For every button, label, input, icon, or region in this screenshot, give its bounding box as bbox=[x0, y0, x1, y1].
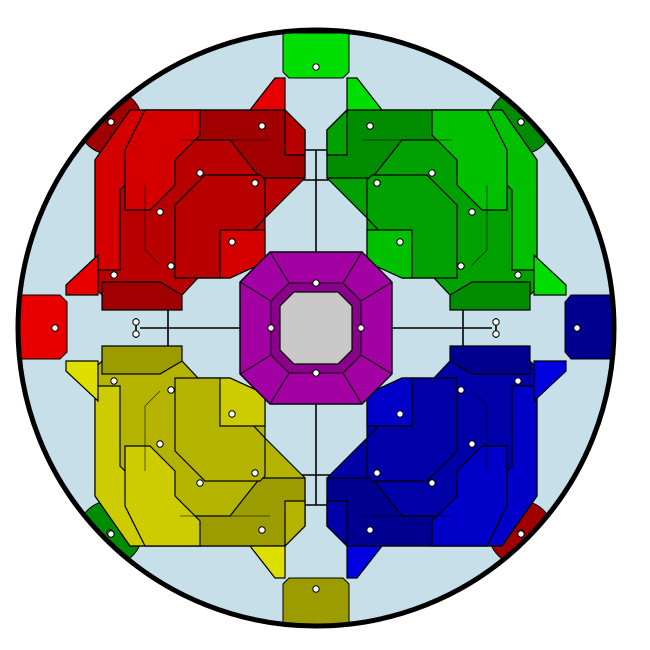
hole[interactable] bbox=[107, 118, 115, 126]
hole[interactable] bbox=[312, 279, 320, 287]
flap-left-blue[interactable] bbox=[533, 360, 567, 403]
inner-region-green[interactable] bbox=[366, 174, 458, 279]
top-right-region-green[interactable] bbox=[326, 108, 348, 156]
center-divider bbox=[360, 281, 393, 302]
hole[interactable] bbox=[492, 318, 500, 326]
hole[interactable] bbox=[396, 410, 404, 418]
hole[interactable] bbox=[258, 122, 266, 130]
hole[interactable] bbox=[492, 330, 500, 338]
inner-region-blue[interactable] bbox=[366, 377, 458, 482]
hole[interactable] bbox=[517, 530, 525, 538]
hole[interactable] bbox=[312, 63, 320, 71]
center-divider bbox=[269, 372, 290, 405]
guide-line bbox=[471, 390, 488, 471]
quadrant-blue bbox=[326, 330, 567, 579]
center-piece bbox=[239, 251, 393, 405]
center-divider bbox=[239, 281, 272, 302]
hole[interactable] bbox=[196, 169, 204, 177]
guide-line bbox=[471, 185, 488, 266]
hole[interactable] bbox=[156, 440, 164, 448]
diagonal-region-green[interactable] bbox=[431, 109, 508, 211]
hole[interactable] bbox=[468, 440, 476, 448]
hole[interactable] bbox=[196, 479, 204, 487]
edge-tab-left[interactable] bbox=[18, 294, 68, 360]
flap-left-green[interactable] bbox=[533, 253, 567, 296]
center-hub[interactable] bbox=[279, 291, 353, 365]
hole[interactable] bbox=[132, 318, 140, 326]
hole[interactable] bbox=[167, 262, 175, 270]
center-divider bbox=[342, 372, 363, 405]
hole[interactable] bbox=[110, 271, 118, 279]
hole[interactable] bbox=[517, 118, 525, 126]
center-divider bbox=[269, 251, 290, 284]
hole[interactable] bbox=[132, 330, 140, 338]
inner-region-yellow[interactable] bbox=[174, 377, 266, 482]
flap-top-yellow[interactable] bbox=[248, 545, 286, 579]
hole[interactable] bbox=[110, 377, 118, 385]
center-divider bbox=[342, 251, 363, 284]
hole[interactable] bbox=[373, 469, 381, 477]
hole[interactable] bbox=[312, 369, 320, 377]
top-right-region-yellow[interactable] bbox=[284, 500, 306, 548]
hole[interactable] bbox=[228, 238, 236, 246]
hole[interactable] bbox=[457, 386, 465, 394]
hole[interactable] bbox=[251, 469, 259, 477]
edge-tab-top[interactable] bbox=[282, 32, 350, 79]
hole[interactable] bbox=[267, 324, 275, 332]
hole[interactable] bbox=[373, 179, 381, 187]
guide-line bbox=[144, 185, 161, 266]
diagonal-region-blue[interactable] bbox=[431, 445, 508, 547]
flap-left-yellow[interactable] bbox=[65, 360, 99, 403]
hole[interactable] bbox=[312, 585, 320, 593]
hole[interactable] bbox=[228, 410, 236, 418]
hole[interactable] bbox=[468, 208, 476, 216]
center-divider bbox=[239, 354, 272, 375]
edge-tab-right[interactable] bbox=[564, 294, 613, 360]
top-right-region-blue[interactable] bbox=[326, 500, 348, 548]
inner-region-red[interactable] bbox=[174, 174, 266, 279]
bottom-bar-yellow[interactable] bbox=[101, 345, 183, 375]
hole[interactable] bbox=[366, 526, 374, 534]
hole[interactable] bbox=[428, 479, 436, 487]
diagonal-region-red[interactable] bbox=[124, 109, 201, 211]
quadrants bbox=[65, 77, 567, 579]
hole[interactable] bbox=[514, 271, 522, 279]
quadrant-yellow bbox=[65, 330, 306, 579]
flap-top-blue[interactable] bbox=[346, 545, 384, 579]
top-right-region-red[interactable] bbox=[284, 108, 306, 156]
center-divider bbox=[360, 354, 393, 375]
hole[interactable] bbox=[357, 324, 365, 332]
hole[interactable] bbox=[107, 530, 115, 538]
flap-top-red[interactable] bbox=[248, 77, 286, 111]
hole[interactable] bbox=[258, 526, 266, 534]
hole[interactable] bbox=[167, 386, 175, 394]
quadrant-red bbox=[65, 77, 306, 326]
bottom-bar-green[interactable] bbox=[449, 281, 531, 311]
flap-top-green[interactable] bbox=[346, 77, 384, 111]
hole[interactable] bbox=[457, 262, 465, 270]
hole[interactable] bbox=[156, 208, 164, 216]
hole[interactable] bbox=[573, 324, 581, 332]
flap-left-red[interactable] bbox=[65, 253, 99, 296]
hole[interactable] bbox=[51, 324, 59, 332]
bottom-bar-blue[interactable] bbox=[449, 345, 531, 375]
bottom-bar-red[interactable] bbox=[101, 281, 183, 311]
hole[interactable] bbox=[396, 238, 404, 246]
edge-tab-bottom[interactable] bbox=[282, 577, 350, 625]
guide-line bbox=[144, 390, 161, 471]
hole[interactable] bbox=[514, 377, 522, 385]
diagonal-region-yellow[interactable] bbox=[124, 445, 201, 547]
hole[interactable] bbox=[366, 122, 374, 130]
quadrant-green bbox=[326, 77, 567, 326]
hole[interactable] bbox=[251, 179, 259, 187]
hole[interactable] bbox=[428, 169, 436, 177]
board-rim bbox=[15, 27, 617, 629]
